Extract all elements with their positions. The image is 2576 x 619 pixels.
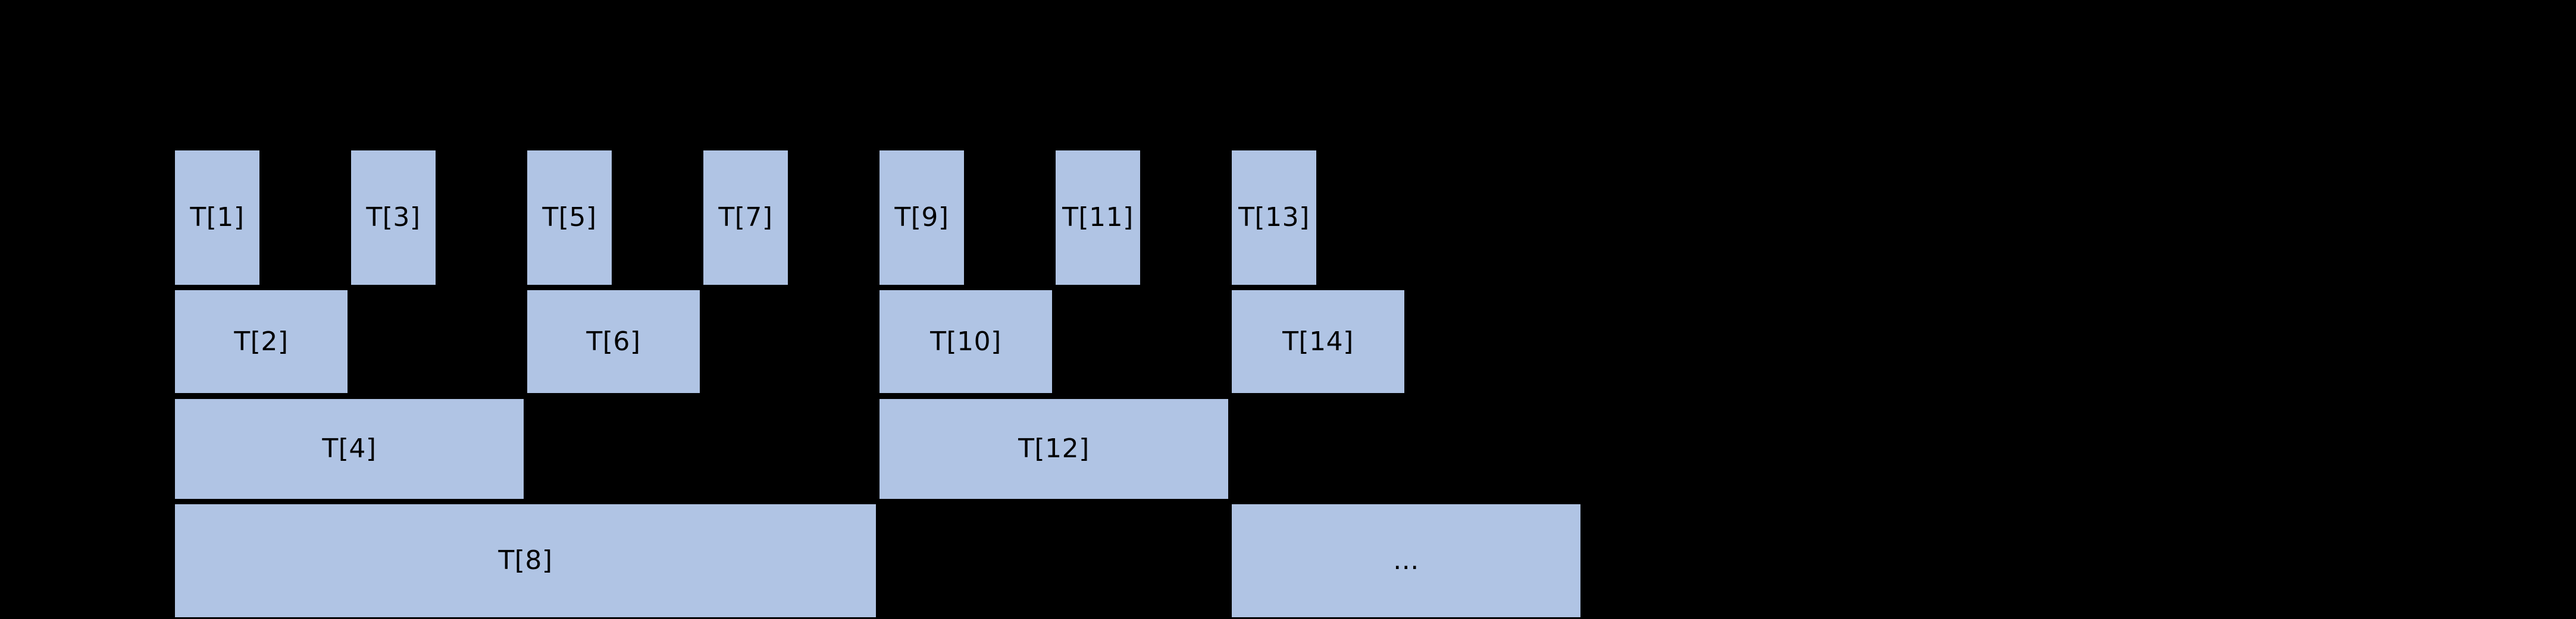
task-box-t13: T[13] xyxy=(1230,149,1318,287)
task-label-t5: T[5] xyxy=(542,202,597,232)
task-box-t8: T[8] xyxy=(173,502,878,619)
task-box-tell: ... xyxy=(1230,502,1582,619)
task-label-t4: T[4] xyxy=(322,433,377,464)
task-box-t9: T[9] xyxy=(878,149,966,287)
task-box-t5: T[5] xyxy=(525,149,614,287)
task-label-t14: T[14] xyxy=(1282,326,1354,357)
task-label-t8: T[8] xyxy=(498,545,553,576)
task-label-t12: T[12] xyxy=(1018,433,1090,464)
task-label-t2: T[2] xyxy=(234,326,289,357)
task-box-t7: T[7] xyxy=(702,149,790,287)
task-label-t10: T[10] xyxy=(930,326,1001,357)
task-box-t1: T[1] xyxy=(173,149,261,287)
task-label-t6: T[6] xyxy=(586,326,641,357)
task-box-t6: T[6] xyxy=(525,288,702,395)
task-box-t14: T[14] xyxy=(1230,288,1406,395)
task-box-t2: T[2] xyxy=(173,288,349,395)
task-label-t13: T[13] xyxy=(1238,202,1310,232)
task-box-t12: T[12] xyxy=(878,397,1230,501)
task-box-t11: T[11] xyxy=(1054,149,1142,287)
task-label-tell: ... xyxy=(1393,545,1419,576)
task-box-t3: T[3] xyxy=(349,149,437,287)
task-box-t4: T[4] xyxy=(173,397,525,501)
task-box-t10: T[10] xyxy=(878,288,1054,395)
task-label-t11: T[11] xyxy=(1062,202,1134,232)
task-label-t7: T[7] xyxy=(718,202,773,232)
task-label-t1: T[1] xyxy=(190,202,245,232)
task-label-t3: T[3] xyxy=(366,202,421,232)
task-label-t9: T[9] xyxy=(894,202,949,232)
